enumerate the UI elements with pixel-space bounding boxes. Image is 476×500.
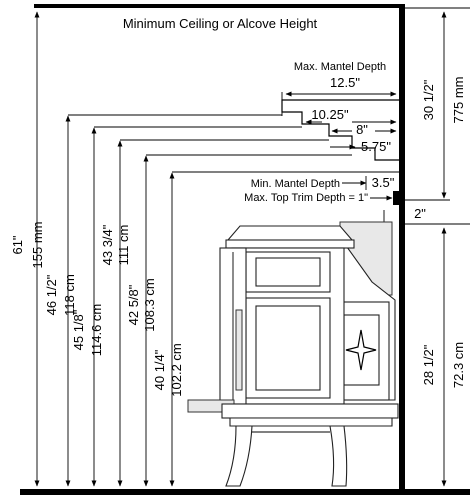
height-1-metric: 118 cm <box>62 274 77 316</box>
max-top-trim-label: Max. Top Trim Depth = 1" <box>244 192 368 204</box>
mantel-step-3: 5.75" <box>361 139 391 154</box>
height-2-in: 45 1/8" <box>71 309 86 350</box>
right-top-in: 30 1/2" <box>421 79 436 120</box>
stove-illustration <box>187 221 399 487</box>
height-dimensions <box>34 11 366 487</box>
height-3-metric: 111 cm <box>116 225 131 266</box>
height-3-in: 43 3/4" <box>100 224 115 265</box>
right-bottom-metric: 72.3 cm <box>451 342 466 388</box>
right-bottom-in: 28 1/2" <box>421 344 436 385</box>
min-mantel-depth-value: 3.5" <box>372 175 395 190</box>
right-top-metric: 775 mm <box>451 77 466 124</box>
mantel-step-2: 8" <box>356 122 368 137</box>
top-trim-block <box>393 191 399 205</box>
ceiling-height-metric: 155 mm <box>30 222 45 269</box>
height-4-metric: 108.3 cm <box>142 278 157 331</box>
max-mantel-depth-label: Max. Mantel Depth <box>294 61 386 73</box>
wall <box>399 4 405 494</box>
height-1-in: 46 1/2" <box>44 274 59 315</box>
ceiling-line <box>34 4 404 8</box>
mantel-step-1: 10.25" <box>311 107 349 122</box>
wall-offset-value: 2" <box>414 206 426 221</box>
height-2-metric: 114.6 cm <box>89 304 104 357</box>
height-5-in: 40 1/4" <box>152 349 167 390</box>
diagram-title: Minimum Ceiling or Alcove Height <box>123 16 318 31</box>
ceiling-height-in: 61" <box>10 235 25 254</box>
height-5-metric: 102.2 cm <box>169 343 184 396</box>
height-4-in: 42 5/8" <box>126 284 141 325</box>
floor-line <box>20 489 470 495</box>
max-mantel-depth-value: 12.5" <box>330 75 360 90</box>
min-mantel-depth-label: Min. Mantel Depth <box>251 178 340 190</box>
